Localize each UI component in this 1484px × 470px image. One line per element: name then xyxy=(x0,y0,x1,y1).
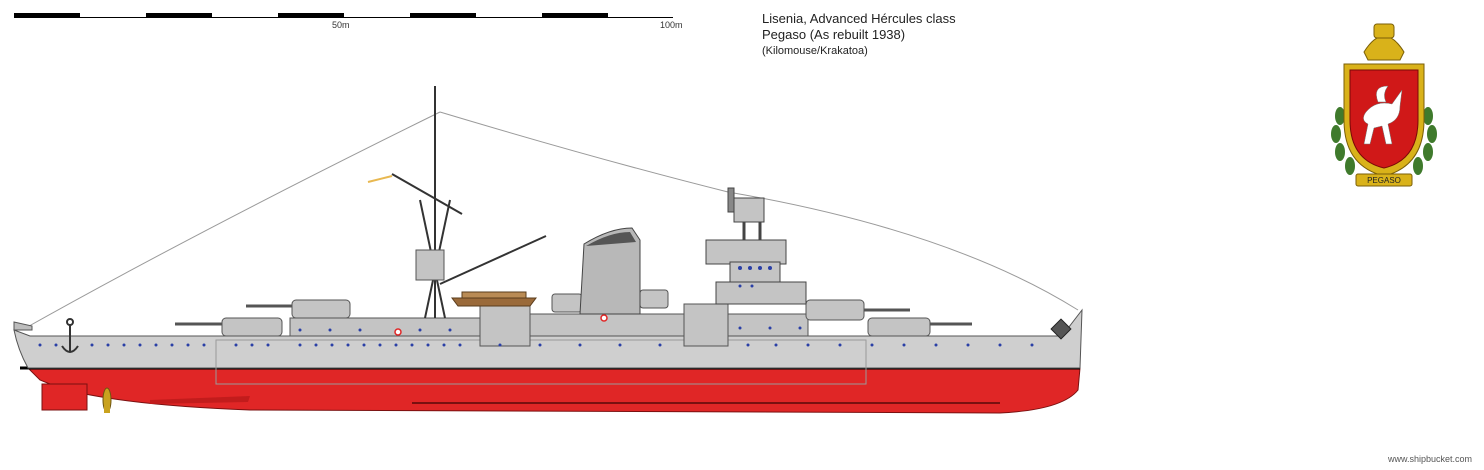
turret-x xyxy=(175,317,283,337)
rigging-wires xyxy=(21,111,1079,331)
turret-b xyxy=(805,299,910,321)
propeller-icon xyxy=(102,387,112,413)
scale-segment xyxy=(14,13,80,17)
hull-red-underwater xyxy=(26,367,1081,414)
rigging-wire xyxy=(727,191,1079,311)
casemate-aft xyxy=(479,303,531,347)
scale-bar: 50m 100m xyxy=(14,13,683,30)
coat-of-arms: PEGASO xyxy=(1326,16,1442,192)
scale-segment xyxy=(146,13,212,17)
scale-segment xyxy=(476,13,542,17)
ship-boat xyxy=(451,297,537,307)
crown-icon xyxy=(1363,23,1405,61)
stern-deck xyxy=(13,321,33,331)
life-ring-icon xyxy=(394,314,608,336)
scale-baseline xyxy=(14,17,673,18)
bridge-tower xyxy=(705,187,807,305)
crest-motto: PEGASO xyxy=(1367,176,1401,185)
deckhouse-aft xyxy=(289,317,481,337)
armor-belt-outline xyxy=(215,339,867,385)
funnel xyxy=(579,227,641,315)
ship-name-title: Pegaso (As rebuilt 1938) xyxy=(762,27,906,42)
turret-y xyxy=(246,299,351,319)
scale-segment xyxy=(212,13,278,17)
boat-cover xyxy=(461,291,527,299)
scale-segment xyxy=(80,13,146,17)
laurel-right-icon xyxy=(1413,107,1437,175)
secondary-turret xyxy=(551,289,669,313)
laurel-left-icon xyxy=(1331,107,1355,175)
anchor-icon xyxy=(61,318,79,353)
author-credit: (Kilomouse/Krakatoa) xyxy=(762,45,868,57)
bilge-keel xyxy=(150,396,250,404)
scale-segment xyxy=(608,13,673,17)
rigging-wire xyxy=(21,111,441,331)
scale-label-50m: 50m xyxy=(332,20,350,30)
motto-ribbon xyxy=(1355,173,1413,187)
portholes xyxy=(38,266,1034,347)
scale-segment xyxy=(542,13,608,17)
funnel-cap xyxy=(586,232,636,246)
site-watermark: www.shipbucket.com xyxy=(1387,454,1472,464)
deckhouse-fwd xyxy=(727,313,809,337)
flag-icon xyxy=(367,175,393,183)
scale-segment xyxy=(278,13,344,17)
turret-a xyxy=(867,317,972,337)
title-block: Lisenia, Advanced Hércules class Pegaso … xyxy=(762,11,956,59)
rigging-wire xyxy=(439,111,729,193)
scale-segment xyxy=(410,13,476,17)
rudder xyxy=(41,383,88,411)
hull-grey xyxy=(13,308,1083,369)
aft-platform xyxy=(415,249,445,281)
pegasus-icon xyxy=(1363,85,1403,145)
scale-label-100m: 100m xyxy=(660,20,683,30)
casemate-fwd xyxy=(683,303,729,347)
ship-class-title: Lisenia, Advanced Hércules class xyxy=(762,11,956,26)
scale-segment xyxy=(344,13,410,17)
bow-anchor-icon xyxy=(1050,318,1072,340)
